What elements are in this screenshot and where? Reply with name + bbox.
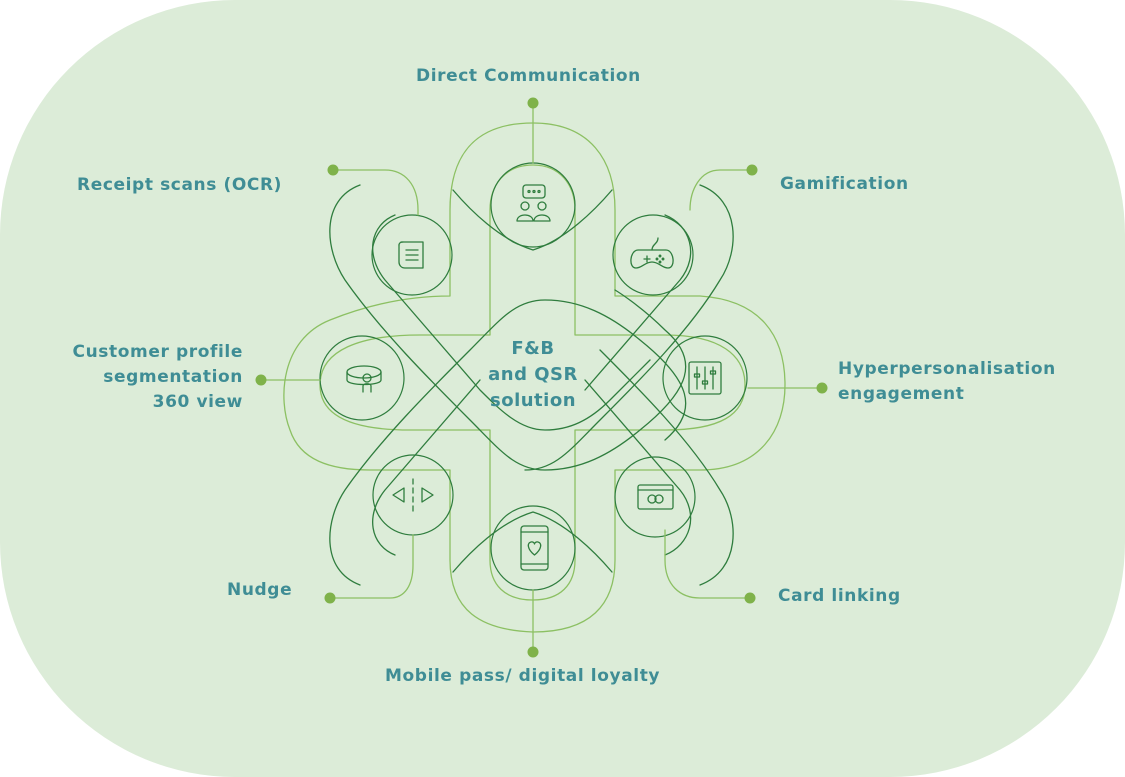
label-customer-profile-line-3: 360 view [152,392,243,412]
dot-mobile-pass [527,646,539,658]
label-receipt-scans: Receipt scans (OCR) [77,175,283,195]
label-gamification: Gamification [780,174,909,194]
label-customer-profile-line-1: Customer profile [72,342,243,362]
label-hyperpersonalisation-line-2: engagement [838,384,965,404]
gamepad-icon [630,237,674,269]
label-direct-communication: Direct Communication [416,66,641,86]
label-mobile-pass: Mobile pass/ digital loyalty [385,666,661,686]
chat-people-icon [516,184,551,222]
label-hyperpersonalisation: Hyperpersonalisation engagement [838,357,1056,407]
receipt-icon [398,241,424,269]
center-title-line-3: solution [489,390,577,411]
dot-card-linking [744,592,756,604]
center-title-line-2: and QSR [488,364,578,385]
dot-receipt-scans [327,164,339,176]
center-title-line-1: F&B [511,338,555,359]
dot-direct-communication [527,97,539,109]
profile-ring-icon [346,365,382,393]
card-link-icon [637,484,674,510]
dot-nudge [324,592,336,604]
label-connectors [260,102,823,653]
nudge-arrows-icon [392,478,434,512]
center-title: F&B and QSR solution [463,336,603,414]
sliders-icon [688,361,722,395]
dot-gamification [746,164,758,176]
label-nudge: Nudge [227,580,293,600]
label-customer-profile: Customer profile segmentation 360 view [60,340,243,415]
connector-dots [255,97,828,658]
knot-diagonal-ribbons [329,184,734,586]
label-customer-profile-line-2: segmentation [103,367,243,387]
label-hyperpersonalisation-line-1: Hyperpersonalisation [838,359,1056,379]
dot-hyperpersonalisation [816,382,828,394]
label-card-linking: Card linking [778,586,901,606]
dot-customer-profile [255,374,267,386]
mobile-heart-icon [520,525,549,571]
